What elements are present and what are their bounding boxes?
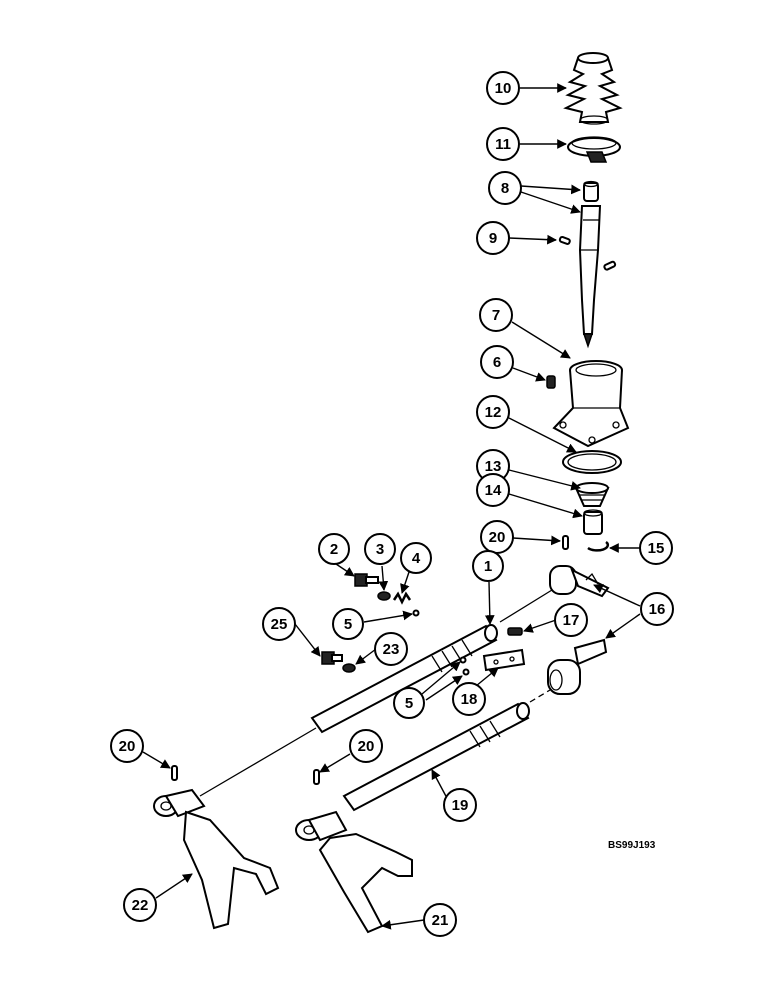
svg-text:19: 19 xyxy=(452,797,469,814)
callout-20-mid: 20 xyxy=(349,729,383,763)
svg-text:25: 25 xyxy=(271,616,288,633)
svg-text:15: 15 xyxy=(648,540,665,557)
part-shift-fork-right xyxy=(295,810,413,934)
part-shift-rail-lower xyxy=(342,702,530,812)
callout-17: 17 xyxy=(554,603,588,637)
part-plug xyxy=(546,375,556,389)
svg-text:9: 9 xyxy=(489,230,497,247)
part-clamp xyxy=(567,136,621,163)
part-shift-rail-upper xyxy=(310,624,498,734)
part-washer-23 xyxy=(342,663,356,673)
callout-20-left: 20 xyxy=(110,729,144,763)
svg-text:11: 11 xyxy=(495,136,511,153)
callout-14: 14 xyxy=(476,473,510,507)
svg-text:1: 1 xyxy=(484,558,492,575)
callout-2: 2 xyxy=(318,533,350,565)
callout-5-lower: 5 xyxy=(393,687,425,719)
svg-text:2: 2 xyxy=(330,541,338,558)
callout-18: 18 xyxy=(452,682,486,716)
part-ball-5b xyxy=(459,656,467,664)
leader-lines xyxy=(142,83,641,930)
callout-15: 15 xyxy=(639,531,673,565)
callout-16: 16 xyxy=(640,592,674,626)
part-washer-3 xyxy=(377,591,391,601)
svg-text:8: 8 xyxy=(501,180,509,197)
svg-text:13: 13 xyxy=(485,458,502,475)
part-shift-fork-left xyxy=(153,788,280,930)
svg-text:18: 18 xyxy=(461,691,478,708)
callout-6: 6 xyxy=(480,345,514,379)
svg-text:12: 12 xyxy=(485,404,502,421)
callout-19: 19 xyxy=(443,788,477,822)
callout-4: 4 xyxy=(400,542,432,574)
callout-7: 7 xyxy=(479,298,513,332)
part-spring-pin-mid xyxy=(313,769,320,785)
svg-text:17: 17 xyxy=(563,612,580,629)
part-boot xyxy=(563,52,623,125)
part-set-screw-17 xyxy=(507,627,523,636)
part-spring-pin-top xyxy=(562,535,569,550)
svg-text:14: 14 xyxy=(485,482,502,499)
part-shift-block-lower xyxy=(547,638,608,695)
part-spring-4 xyxy=(392,591,412,605)
part-lever-housing xyxy=(552,360,630,448)
svg-text:6: 6 xyxy=(493,354,501,371)
callout-10: 10 xyxy=(486,71,520,105)
callout-5-upper: 5 xyxy=(332,608,364,640)
part-ball-5c xyxy=(462,668,470,676)
callout-1: 1 xyxy=(472,550,504,582)
part-spring-pin-left xyxy=(171,765,178,781)
callout-25: 25 xyxy=(262,607,296,641)
callout-22: 22 xyxy=(123,888,157,922)
part-ball-5 xyxy=(412,609,420,617)
part-interlock-plate-18 xyxy=(482,648,526,672)
part-bolt-2 xyxy=(354,573,379,587)
callout-8: 8 xyxy=(488,171,522,205)
part-roll-pins xyxy=(558,235,617,271)
part-gasket xyxy=(562,450,622,474)
svg-text:20: 20 xyxy=(119,738,136,755)
part-snap-ring xyxy=(587,541,610,552)
callout-12: 12 xyxy=(476,395,510,429)
part-shift-block-upper xyxy=(549,565,610,598)
callout-11: 11 xyxy=(486,127,520,161)
svg-text:4: 4 xyxy=(412,550,421,567)
svg-text:22: 22 xyxy=(132,897,149,914)
callout-9: 9 xyxy=(476,221,510,255)
svg-text:5: 5 xyxy=(344,616,352,633)
part-bushing xyxy=(583,509,603,535)
svg-text:5: 5 xyxy=(405,695,413,712)
callout-20-top: 20 xyxy=(480,520,514,554)
svg-text:16: 16 xyxy=(649,601,666,618)
part-bolt-25 xyxy=(321,651,343,665)
svg-text:20: 20 xyxy=(358,738,375,755)
part-spring-seat xyxy=(574,482,610,507)
svg-text:7: 7 xyxy=(492,307,500,324)
svg-text:23: 23 xyxy=(383,641,400,658)
svg-text:21: 21 xyxy=(432,912,449,929)
drawing-code: BS99J193 xyxy=(608,840,656,851)
callout-3: 3 xyxy=(364,533,396,565)
part-shift-lever xyxy=(578,180,602,349)
callout-23: 23 xyxy=(374,632,408,666)
svg-text:3: 3 xyxy=(376,541,384,558)
callout-21: 21 xyxy=(423,903,457,937)
svg-text:20: 20 xyxy=(489,529,506,546)
svg-text:10: 10 xyxy=(495,80,512,97)
